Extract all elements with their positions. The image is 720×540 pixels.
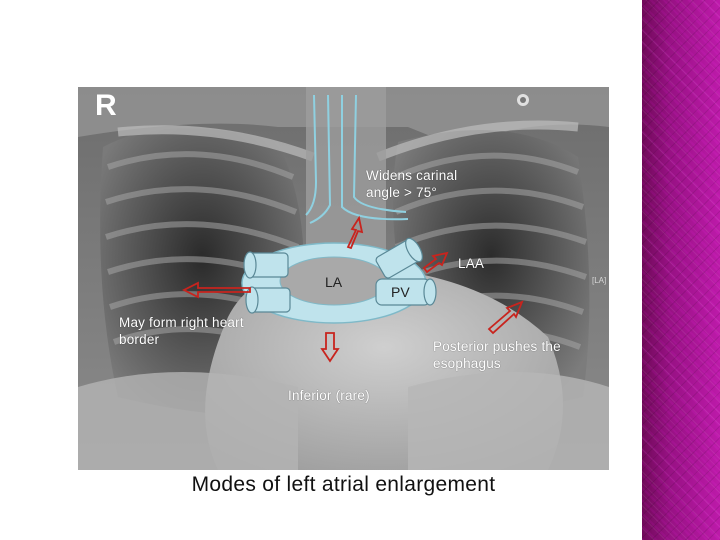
la-label: LA xyxy=(325,274,342,290)
posterior-esophagus-label: Posterior pushes the esophagus xyxy=(433,338,561,372)
figure-caption: Modes of left atrial enlargement xyxy=(78,473,609,497)
inferior-label: Inferior (rare) xyxy=(288,387,370,404)
chest-xray-image xyxy=(78,87,609,502)
carinal-angle-label: Widens carinal angle > 75° xyxy=(366,167,457,201)
decorative-side-band xyxy=(642,0,720,540)
chest-xray-figure: R [LA] LA PV Widens carinal angle > 75° … xyxy=(78,87,609,502)
right-side-marker: R xyxy=(95,89,117,123)
right-heart-border-label: May form right heart border xyxy=(119,314,244,348)
laa-label: LAA xyxy=(458,255,484,272)
pv-label: PV xyxy=(391,284,410,300)
la-side-marker: [LA] xyxy=(592,276,606,285)
caption-bar: Modes of left atrial enlargement xyxy=(78,470,609,502)
